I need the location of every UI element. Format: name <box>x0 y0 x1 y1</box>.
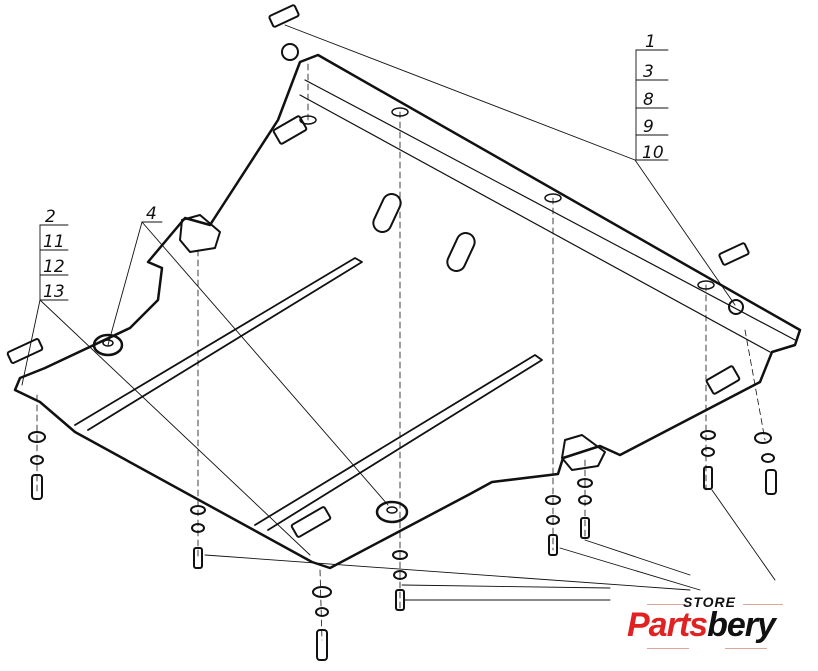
bracket <box>179 214 221 253</box>
bracket <box>561 434 606 471</box>
plate-fold-line <box>299 94 771 353</box>
slot-hole <box>268 4 300 28</box>
callout-3: 3 <box>643 62 654 82</box>
callout-12: 12 <box>43 257 65 277</box>
callout-4: 4 <box>146 204 157 224</box>
rubber-washer <box>92 333 124 357</box>
skid-rail <box>254 354 543 531</box>
callout-1: 1 <box>645 32 656 52</box>
callout-13: 13 <box>43 282 65 302</box>
callout-10: 10 <box>642 143 664 163</box>
rubber-washer <box>375 500 409 524</box>
slot-hole <box>372 193 402 233</box>
skid-rail <box>74 257 363 431</box>
slot-hole <box>718 242 750 266</box>
callout-11: 11 <box>43 232 65 252</box>
bushing <box>281 43 299 61</box>
partsbery-logo: STORE Partsbery <box>625 592 800 652</box>
fastener-stack <box>28 430 777 661</box>
slot-hole <box>6 338 44 364</box>
slot-hole <box>290 506 332 538</box>
callout-8: 8 <box>643 90 654 110</box>
callout-2: 2 <box>45 207 56 227</box>
callout-9: 9 <box>643 117 654 137</box>
logo-brand-red: Parts <box>627 606 708 644</box>
logo-store-text: STORE <box>683 594 736 610</box>
slot-hole <box>446 232 476 272</box>
logo-brand-black: bery <box>707 606 776 644</box>
slot-hole <box>705 365 741 395</box>
plate-fold-line <box>304 79 796 341</box>
skid-plate-outline <box>13 53 802 570</box>
bushing <box>728 299 744 315</box>
logo-brand: Partsbery <box>627 606 776 645</box>
